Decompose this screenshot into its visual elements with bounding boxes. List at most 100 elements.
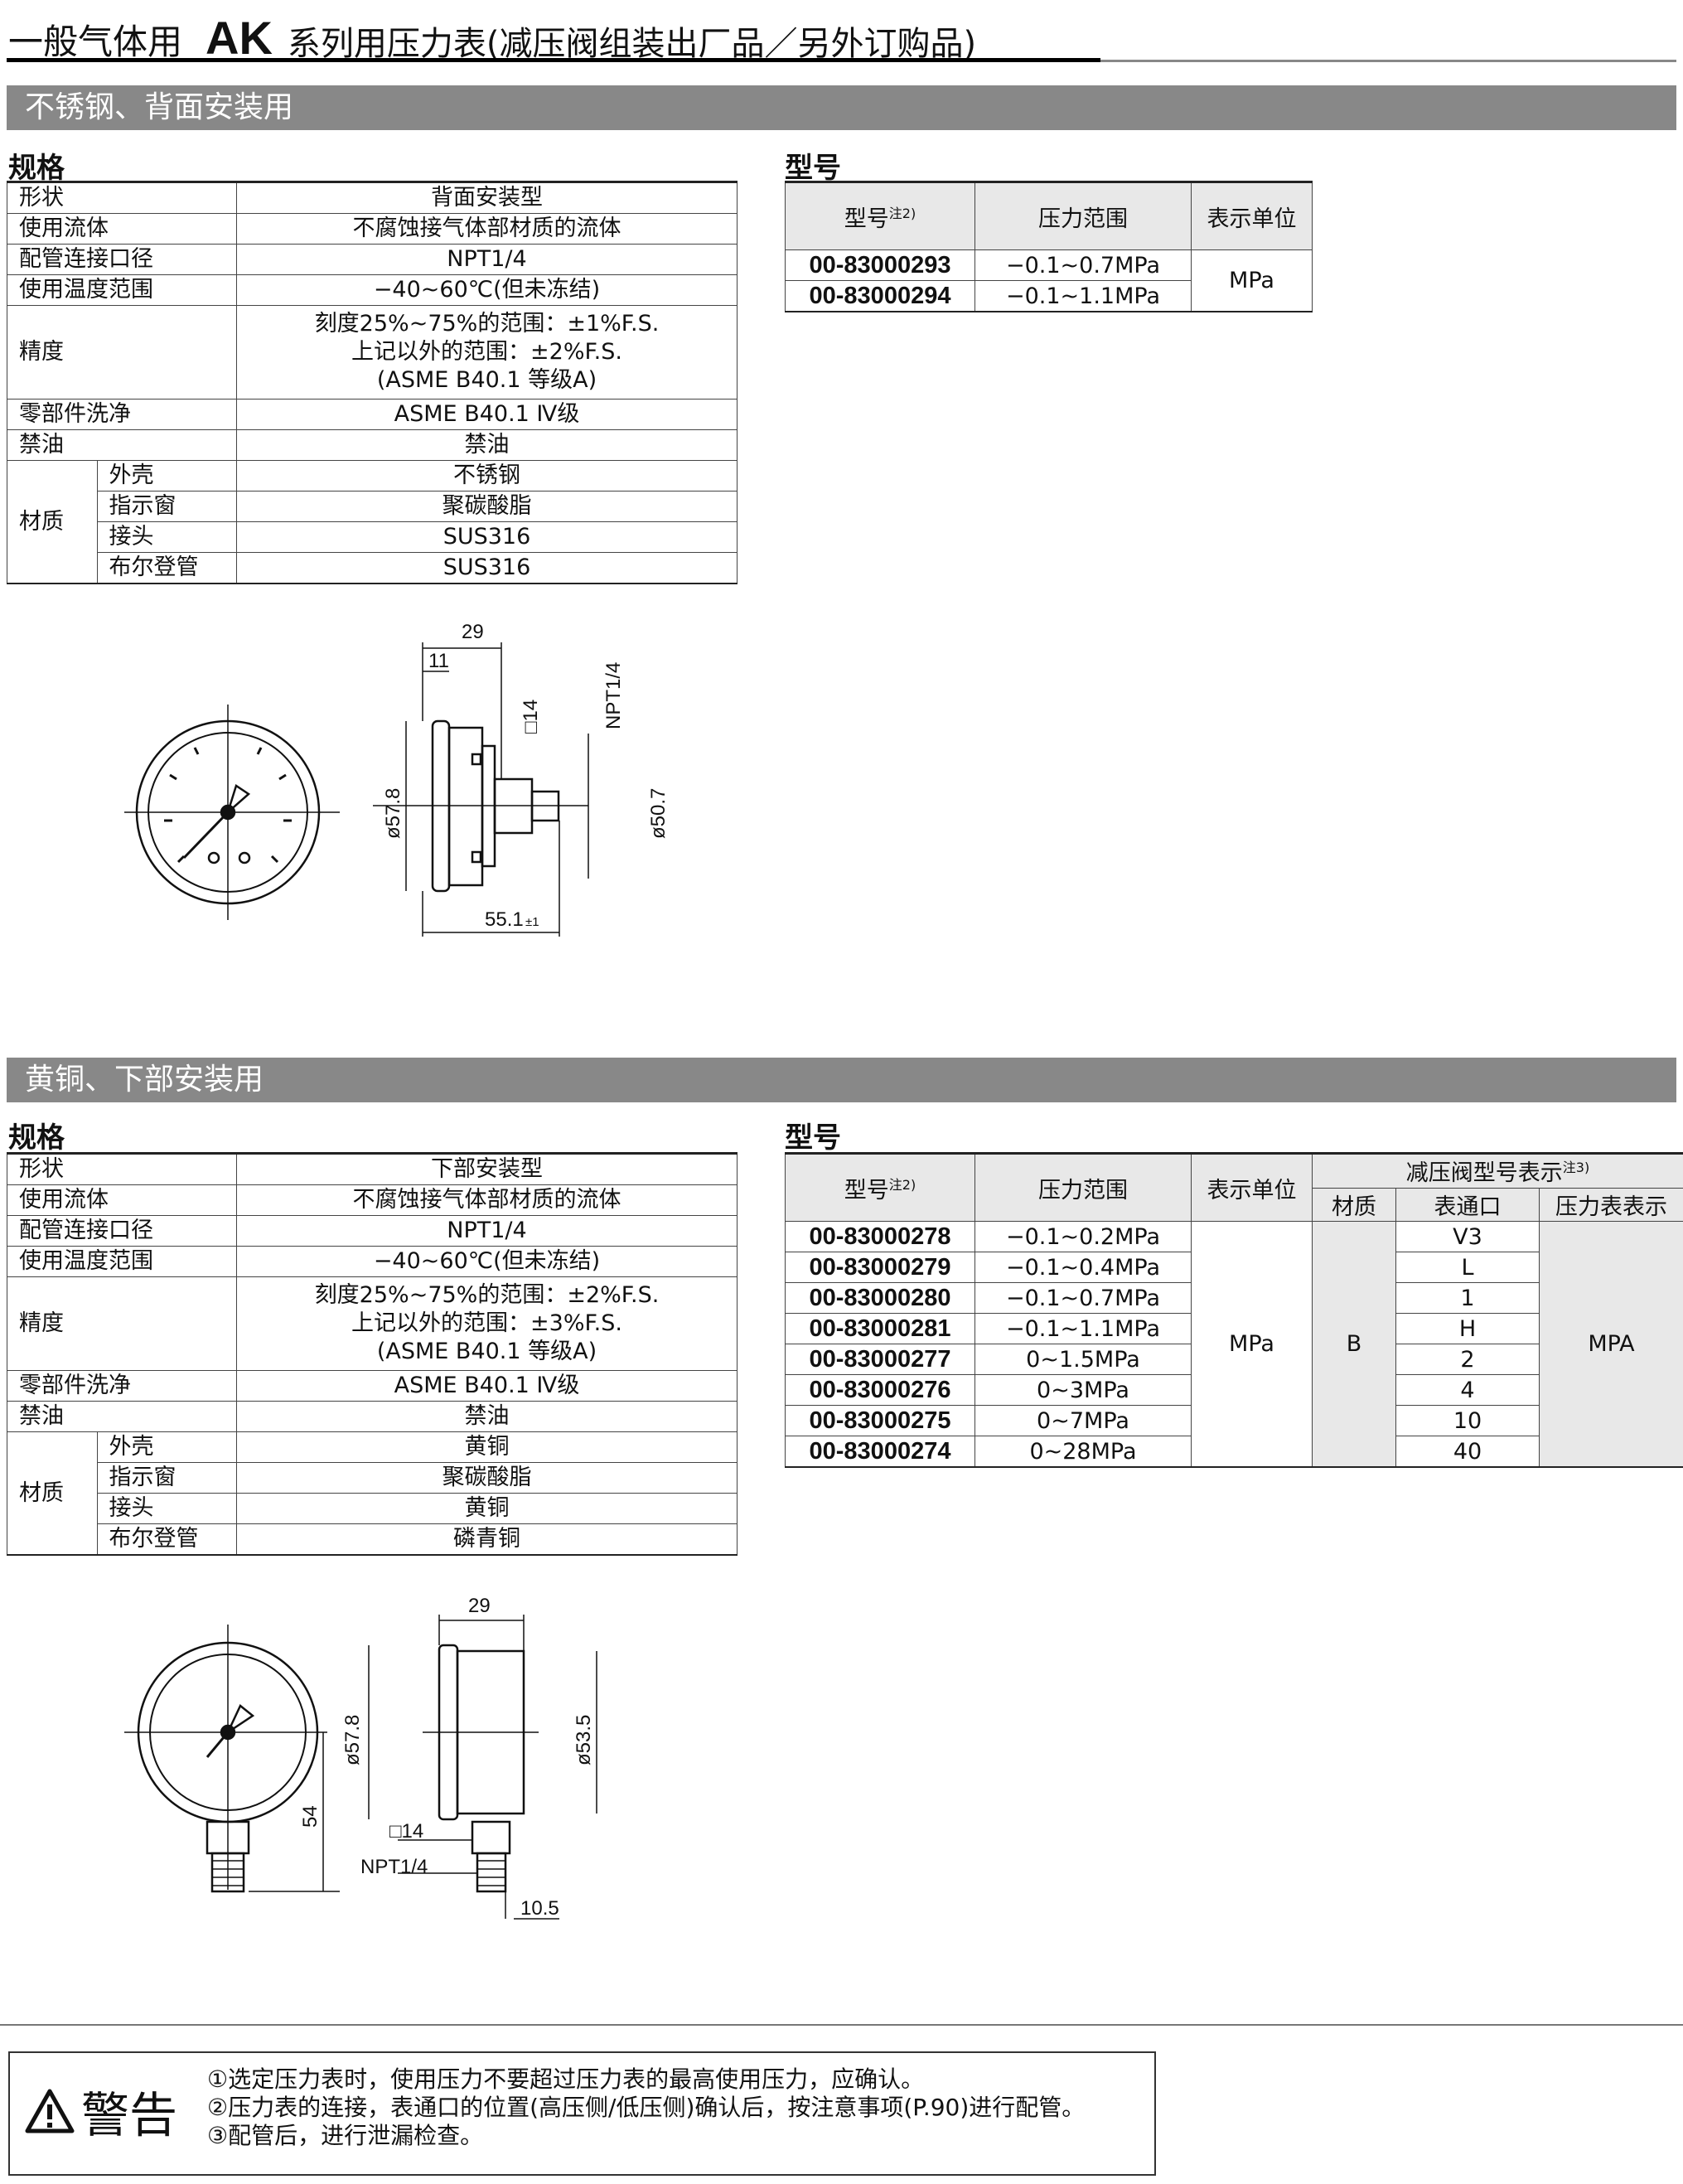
part-number: 00-83000274 — [785, 1436, 975, 1468]
gauge-side-view — [373, 719, 588, 893]
col-header-gauge: 压力表表示 — [1539, 1187, 1683, 1222]
dim-npt: NPT1/4 — [602, 662, 625, 729]
table-row: 形状背面安装型 — [7, 182, 738, 214]
port-code: V3 — [1395, 1221, 1540, 1252]
dim-54: 54 — [299, 1805, 322, 1828]
spec-value: 聚碳酸脂 — [236, 491, 738, 522]
warning-line: ①选定压力表时，使用压力不要超过压力表的最高使用压力，应确认。 — [207, 2065, 925, 2093]
gauge-side-view — [423, 1644, 539, 1893]
dimension-labels: 29 ø57.8 ø53.5 54 □14 NPT1/4 10.5 — [299, 1595, 595, 1920]
pressure-range: −0.1~0.7MPa — [974, 1282, 1192, 1314]
table-row: 精度 刻度25%~75%的范围：±1%F.S. 上记以外的范围：±2%F.S. … — [7, 305, 738, 400]
part-number: 00-83000294 — [785, 280, 975, 312]
warning-box — [8, 2051, 1156, 2176]
spec-value: SUS316 — [236, 521, 738, 553]
model-table-brass: 型号注2) 压力范围 表示单位 减压阀型号表示注3) 材质 表通口 压力表表示 … — [785, 1152, 1683, 1468]
dim-d578: ø57.8 — [382, 788, 404, 839]
spec-key: 禁油 — [7, 1401, 237, 1432]
spec-key: 形状 — [7, 182, 237, 214]
title-prefix: 一般气体用 — [8, 22, 183, 62]
spec-value: 黄铜 — [236, 1493, 738, 1524]
section-bar-stainless: 不锈钢、背面安装用 — [7, 85, 1676, 130]
spec-value: 不腐蚀接气体部材质的流体 — [236, 1184, 738, 1216]
table-row: 00-83000294 −0.1~1.1MPa — [785, 280, 1313, 312]
spec-key: 指示窗 — [96, 491, 238, 522]
dim-551: 55.1 — [485, 908, 524, 931]
part-number: 00-83000293 — [785, 249, 975, 281]
spec-key: 配管连接口径 — [7, 1215, 237, 1247]
spec-key: 指示窗 — [96, 1462, 238, 1494]
model-heading: 型号 — [785, 1121, 841, 1155]
dim-29: 29 — [468, 1595, 491, 1617]
dim-105: 10.5 — [520, 1897, 559, 1920]
gauge-front-view — [124, 705, 340, 920]
dim-11: 11 — [428, 650, 449, 672]
table-row: 形状下部安装型 — [7, 1153, 738, 1185]
port-code: 1 — [1395, 1282, 1540, 1314]
dimension-lines — [405, 642, 589, 937]
spec-value: ASME B40.1 Ⅳ级 — [236, 399, 738, 430]
accuracy-line: (ASME B40.1 等级A) — [376, 367, 597, 393]
table-header-row: 材质 表通口 压力表表示 — [786, 1187, 1683, 1222]
col-header-regulator: 减压阀型号表示注3) — [1312, 1153, 1683, 1189]
gauge-front-view — [124, 1625, 327, 1893]
spec-key: 外壳 — [96, 1431, 238, 1463]
spec-key: 布尔登管 — [96, 1523, 238, 1556]
spec-key: 外壳 — [96, 460, 238, 492]
table-header-row: 型号注2) 压力范围 表示单位 — [785, 182, 1313, 250]
spec-key: 形状 — [7, 1153, 237, 1185]
spec-value: 聚碳酸脂 — [236, 1462, 738, 1494]
col-header-port: 表通口 — [1395, 1187, 1540, 1222]
spec-heading: 规格 — [8, 152, 65, 185]
part-number: 00-83000281 — [785, 1313, 975, 1344]
dimension-lines — [249, 1615, 597, 1920]
dim-d535: ø53.5 — [573, 1715, 595, 1765]
table-row: 指示窗聚碳酸脂 — [7, 491, 738, 522]
port-code: H — [1395, 1313, 1540, 1344]
col-header-pn: 型号注2) — [785, 1153, 975, 1222]
drawing-bottom-mount: 29 ø57.8 ø53.5 54 □14 NPT1/4 10.5 — [124, 1595, 597, 1920]
spec-key: 使用流体 — [7, 1184, 237, 1216]
pressure-range: −0.1~0.4MPa — [974, 1252, 1192, 1283]
col-header-material: 材质 — [1312, 1187, 1396, 1222]
port-code: 4 — [1395, 1374, 1540, 1406]
accuracy-line: (ASME B40.1 等级A) — [376, 1339, 597, 1364]
spec-value: SUS316 — [236, 552, 738, 584]
pressure-range: −0.1~1.1MPa — [974, 1313, 1192, 1344]
model-table-stainless: 型号注2) 压力范围 表示单位 00-83000293 −0.1~0.7MPa … — [785, 181, 1313, 312]
spec-value: 黄铜 — [236, 1431, 738, 1463]
spec-value: −40~60℃(但未冻结) — [236, 1246, 738, 1277]
accuracy-line: 上记以外的范围：±2%F.S. — [351, 339, 622, 365]
spec-key: 配管连接口径 — [7, 244, 237, 275]
port-code: 2 — [1395, 1344, 1540, 1375]
col-header-unit: 表示单位 — [1191, 1153, 1313, 1222]
material-code: B — [1312, 1221, 1396, 1468]
part-number: 00-83000278 — [785, 1221, 975, 1252]
spec-key: 禁油 — [7, 429, 237, 461]
page-title: 一般气体用 AK 系列用压力表(减压阀组装出厂品／另外订购品) — [8, 7, 976, 65]
warning-title: 警告 — [25, 2076, 177, 2146]
spec-value: 不锈钢 — [236, 460, 738, 492]
dim-npt: NPT1/4 — [360, 1856, 428, 1878]
dim-d578: ø57.8 — [341, 1715, 364, 1765]
dim-tolerance: ±1 — [525, 915, 539, 929]
warning-line: ③配管后，进行泄漏检查。 — [207, 2122, 484, 2149]
table-row: 布尔登管磷青铜 — [7, 1523, 738, 1556]
spec-key: 零部件洗净 — [7, 1370, 237, 1402]
table-row: 使用流体不腐蚀接气体部材质的流体 — [7, 1184, 738, 1216]
gauge-display: MPA — [1539, 1221, 1683, 1468]
part-number: 00-83000277 — [785, 1344, 975, 1375]
spec-key: 零部件洗净 — [7, 399, 237, 430]
table-header-row: 型号注2) 压力范围 表示单位 减压阀型号表示注3) — [785, 1153, 1683, 1222]
pressure-range: −0.1~0.2MPa — [974, 1221, 1192, 1252]
spec-value: 背面安装型 — [236, 182, 738, 214]
spec-key: 使用温度范围 — [7, 274, 237, 306]
spec-value-accuracy: 刻度25%~75%的范围：±1%F.S. 上记以外的范围：±2%F.S. (AS… — [236, 305, 738, 400]
col-header-range: 压力范围 — [974, 182, 1192, 250]
